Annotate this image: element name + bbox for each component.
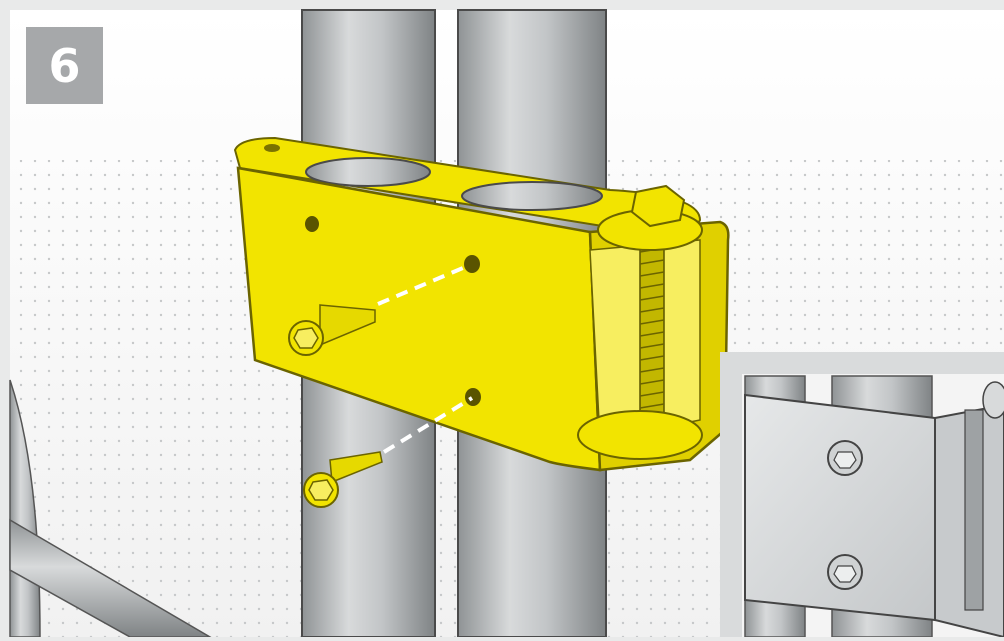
screw-lower <box>303 451 383 508</box>
pipe-through-flange-left <box>305 157 431 187</box>
bracket-hole-top <box>305 216 319 232</box>
screw-upper <box>288 304 376 356</box>
inset-threaded-rod <box>964 409 984 611</box>
hinge-hex-nut <box>630 184 686 228</box>
hinge-washer-bottom <box>577 410 703 460</box>
inset-detail <box>720 352 1004 639</box>
step-number: 6 <box>48 38 81 93</box>
guide-line-lower <box>382 396 474 454</box>
bracket-hole-upper <box>464 255 480 273</box>
inset-hex-nut <box>982 381 1004 419</box>
guide-line-upper <box>377 263 471 306</box>
pipe-through-flange-right <box>461 181 603 211</box>
flange-hole <box>264 144 280 152</box>
step-number-badge: 6 <box>26 27 103 104</box>
bracket-hole-lower <box>465 388 481 406</box>
